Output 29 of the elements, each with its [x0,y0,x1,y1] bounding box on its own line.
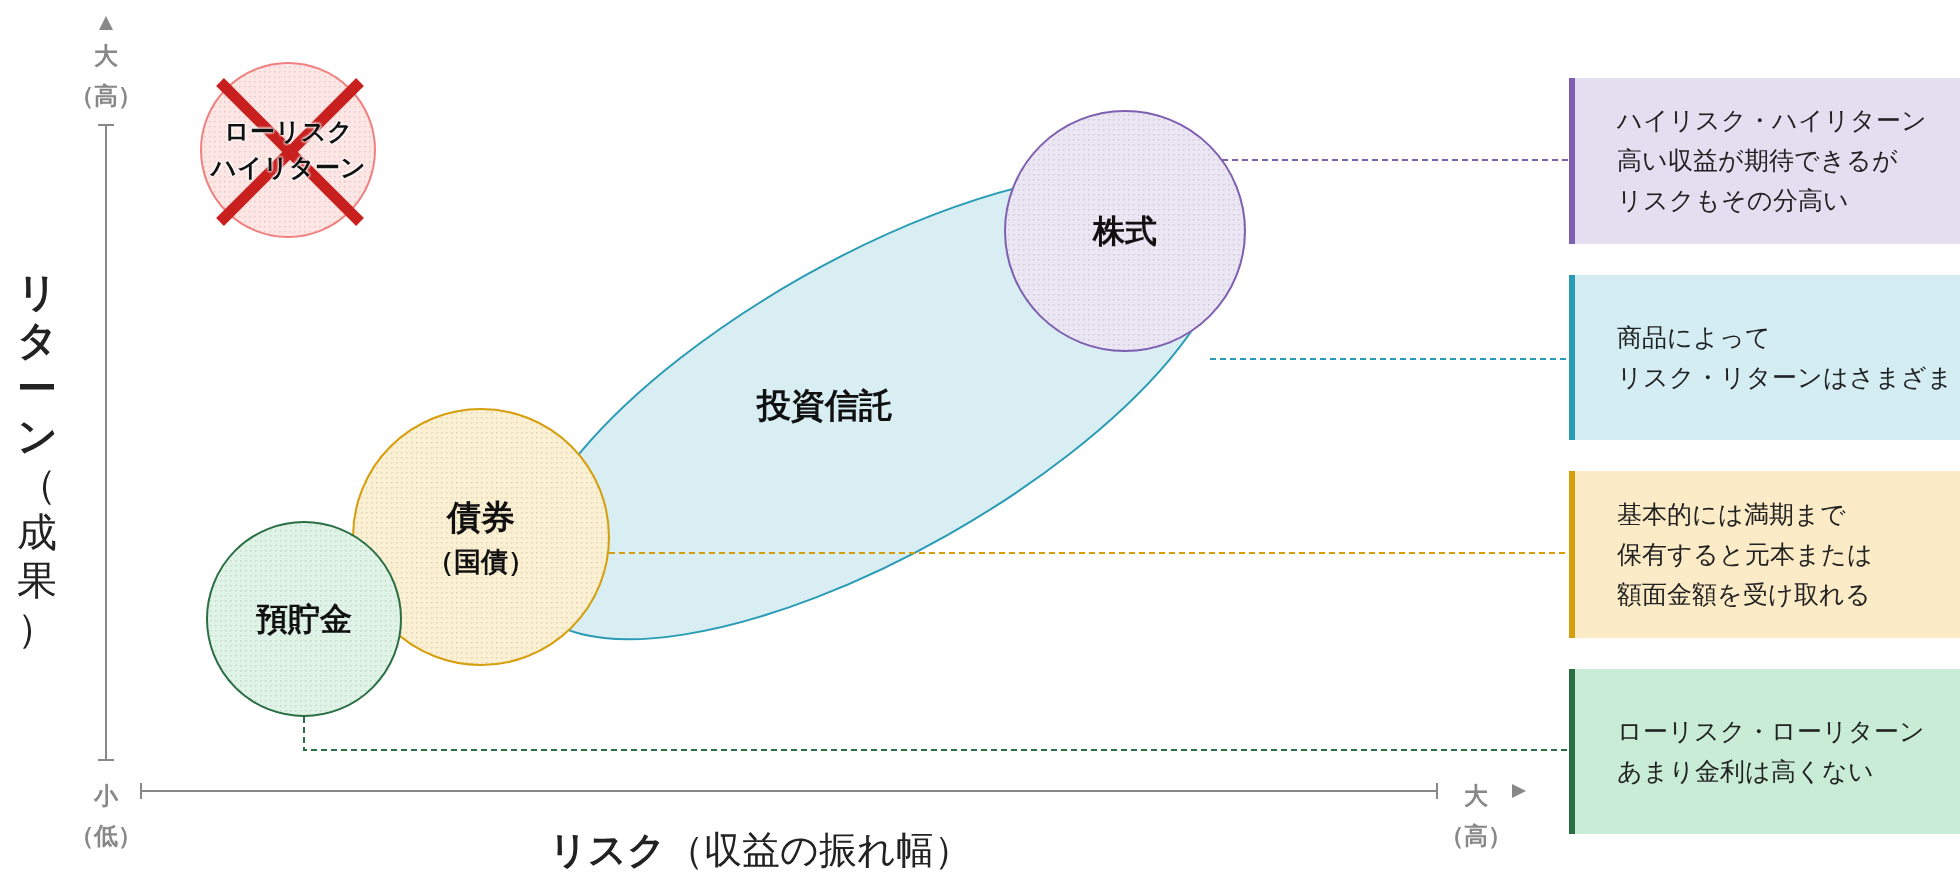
node-label: 株式 [1093,210,1157,252]
axis-label: 小 [94,781,118,812]
description-box [1569,275,1960,440]
node-label: 債券 [447,495,515,539]
node-label: （国債） [427,545,535,580]
description-text: 高い収益が期待できるが [1617,145,1898,177]
description-text: リスクもその分高い [1617,185,1849,217]
axis-title: リターン（成果） [16,268,58,652]
description-box [1569,669,1960,834]
description-text: 基本的には満期まで [1617,498,1846,531]
description-text: リスク・リターンはさまざま [1617,361,1953,394]
leader-line [1221,159,1570,161]
node-label: 預貯金 [256,598,352,640]
axis-label: （高） [1440,821,1512,852]
axis-title: リスク（収益の振れ幅） [548,826,972,873]
description-box [1569,78,1960,244]
axis-label: （高） [70,81,142,112]
description-text: 額面金額を受け取れる [1617,578,1871,611]
axis-label: 大 [94,41,118,72]
description-text: ハイリスク・ハイリターン [1617,105,1927,137]
description-text: 保有すると元本または [1617,538,1873,571]
axis-label: （低） [70,821,142,852]
node-label: 投資信託 [757,384,893,428]
description-text: 商品によって [1617,321,1771,354]
description-box [1569,471,1960,638]
description-text: あまり金利は高くない [1617,755,1874,788]
description-text: ローリスク・ローリターン [1617,715,1925,748]
axis-label: 大 [1464,781,1488,812]
leader-line [303,716,1570,751]
